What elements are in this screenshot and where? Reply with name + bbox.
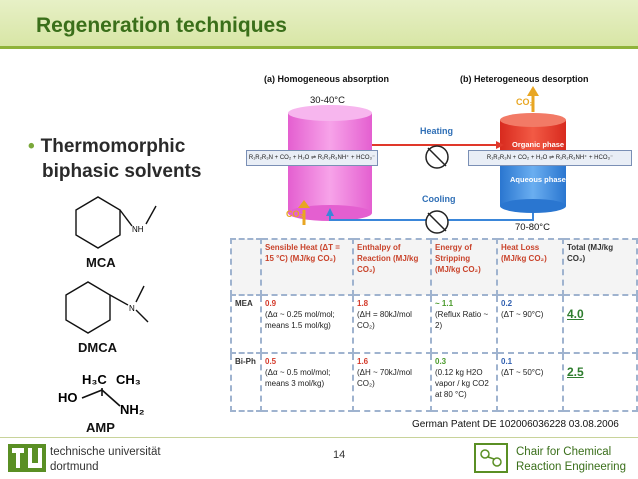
note: (ΔT ~ 50°C) xyxy=(501,368,544,377)
table-row: Bi-Ph 0.5 (Δα ~ 0.5 mol/mol; means 3 mol/… xyxy=(230,352,638,412)
heating-arrow xyxy=(496,141,504,149)
bullet-line-1: Thermomorphic xyxy=(40,136,186,157)
university-line-2: dortmund xyxy=(50,461,99,473)
title-bar xyxy=(0,0,638,46)
value: 1.6 xyxy=(357,357,369,366)
note: (Reflux Ratio ~ 2) xyxy=(435,310,489,330)
title-homogeneous-absorption: (a) Homogeneous absorption xyxy=(264,74,390,84)
title-divider xyxy=(0,46,638,49)
cell-total-mea: 4.0 xyxy=(562,294,638,354)
chair-name: Chair for Chemical Reaction Engineering xyxy=(516,445,626,475)
cell-stripping-mea: ~ 1.1 (Reflux Ratio ~ 2) xyxy=(430,294,498,354)
co2-in-arrowhead xyxy=(298,200,310,208)
cooling-label: Cooling xyxy=(422,194,456,204)
mca-methyl-bond xyxy=(145,205,157,225)
page-number: 14 xyxy=(333,449,346,461)
total-value: 4.0 xyxy=(567,307,584,321)
dmca-methyl-bond-1 xyxy=(135,285,145,303)
bullet-text: •Thermomorphic biphasic solvents xyxy=(28,134,201,184)
cell-sensible-mea: 0.9 (Δα ~ 0.25 mol/mol; means 1.5 mol/kg) xyxy=(260,294,354,354)
amp-nh2: NH₂ xyxy=(120,402,145,417)
co2-out-label: CO₂ xyxy=(516,97,534,107)
note: (0.12 kg H2O vapor / kg CO2 at 80 °C) xyxy=(435,368,489,399)
patent-citation: German Patent DE 102006036228 03.08.2006 xyxy=(412,419,619,430)
header-heat-loss: Heat Loss (MJ/kg CO₂) xyxy=(496,238,564,296)
value: 0.9 xyxy=(265,299,277,308)
header-total: Total (MJ/kg CO₂) xyxy=(562,238,638,296)
header-sensible-heat: Sensible Heat (ΔT = 15 °C) (MJ/kg CO₂) xyxy=(260,238,354,296)
amp-h3c: H₃C xyxy=(82,372,107,387)
title-heterogeneous-desorption: (b) Heterogeneous desorption xyxy=(460,74,589,84)
chair-line-1: Chair for Chemical xyxy=(516,446,612,458)
energy-table-grid: Sensible Heat (ΔT = 15 °C) (MJ/kg CO₂) E… xyxy=(230,238,638,412)
note: (Δα ~ 0.5 mol/mol; means 3 mol/kg) xyxy=(265,368,331,388)
note: (ΔT ~ 90°C) xyxy=(501,310,544,319)
university-line-1: technische universität xyxy=(50,446,161,458)
row-label-biph: Bi-Ph xyxy=(230,352,262,412)
bullet-line-2: biphasic solvents xyxy=(42,161,202,182)
dmca-methyl-bond-2 xyxy=(135,309,149,323)
value: 0.1 xyxy=(501,357,513,366)
amp-ho: HO xyxy=(58,390,78,405)
table-header-row: Sensible Heat (ΔT = 15 °C) (MJ/kg CO₂) E… xyxy=(230,238,638,296)
reaction-box-desorption: R₁R₂R₃N + CO₂ + H₂O ⇌ R₁R₂R₃NH⁺ + HCO₃⁻ xyxy=(468,150,632,166)
amp-ch3: CH₃ xyxy=(116,372,141,387)
chair-line-2: Reaction Engineering xyxy=(516,461,626,473)
table-row: MEA 0.9 (Δα ~ 0.25 mol/mol; means 1.5 mol… xyxy=(230,294,638,354)
note: (ΔH ~ 70kJ/mol CO₂) xyxy=(357,368,412,388)
amp-bond-1 xyxy=(81,389,103,399)
chair-logo-icon xyxy=(474,443,508,473)
value: 0.5 xyxy=(265,357,277,366)
dmca-ring xyxy=(65,281,111,334)
mca-nh-atom: NH xyxy=(132,225,144,234)
cooling-arrow xyxy=(326,208,334,216)
header-empty xyxy=(230,238,262,296)
value: 0.2 xyxy=(501,299,513,308)
page-title: Regeneration techniques xyxy=(36,14,287,37)
desorber-aqueous-phase xyxy=(500,162,566,206)
desorption-temperature: 70-80°C xyxy=(515,222,550,233)
value: 0.3 xyxy=(435,357,447,366)
bullet-dot: • xyxy=(28,136,35,157)
dmca-label: DMCA xyxy=(78,340,117,355)
header-stripping: Energy of Stripping (MJ/kg CO₂) xyxy=(430,238,498,296)
cell-total-biph: 2.5 xyxy=(562,352,638,412)
aqueous-phase-label: Aqueous phase xyxy=(510,175,566,184)
process-diagram xyxy=(288,86,566,234)
note: (Δα ~ 0.25 mol/mol; means 1.5 mol/kg) xyxy=(265,310,335,330)
mca-label: MCA xyxy=(86,255,116,270)
tu-logo-icon xyxy=(8,444,46,472)
value: 1.8 xyxy=(357,299,369,308)
desorber-top xyxy=(500,113,566,127)
value: ~ 1.1 xyxy=(435,299,454,308)
cell-heatloss-biph: 0.1 (ΔT ~ 50°C) xyxy=(496,352,564,412)
cell-stripping-biph: 0.3 (0.12 kg H2O vapor / kg CO2 at 80 °C) xyxy=(430,352,498,412)
absorber-top xyxy=(288,105,372,121)
dmca-bond xyxy=(109,294,129,306)
dmca-n-atom: N xyxy=(129,304,135,313)
university-name: technische universität dortmund xyxy=(50,445,161,475)
mca-ring xyxy=(75,196,121,249)
mca-bond xyxy=(119,209,133,227)
organic-phase-label: Organic phase xyxy=(512,140,565,149)
note: (ΔH = 80kJ/mol CO₂) xyxy=(357,310,412,330)
header-enthalpy: Enthalpy of Reaction (MJ/kg CO₂) xyxy=(352,238,432,296)
cell-enthalpy-biph: 1.6 (ΔH ~ 70kJ/mol CO₂) xyxy=(352,352,432,412)
cell-enthalpy-mea: 1.8 (ΔH = 80kJ/mol CO₂) xyxy=(352,294,432,354)
co2-in-label: CO₂ xyxy=(286,209,304,219)
row-label-mea: MEA xyxy=(230,294,262,354)
desorber-bottom xyxy=(500,199,566,213)
reaction-box-absorption: R₁R₂R₃N + CO₂ + H₂O ⇌ R₁R₂R₃NH⁺ + HCO₃⁻ xyxy=(246,150,378,166)
cell-sensible-biph: 0.5 (Δα ~ 0.5 mol/mol; means 3 mol/kg) xyxy=(260,352,354,412)
molecule-structures: NH N H₃C CH₃ HO NH₂ xyxy=(58,196,157,417)
amp-bond-3 xyxy=(101,389,121,407)
amp-label: AMP xyxy=(86,420,115,435)
heating-label: Heating xyxy=(420,126,454,136)
total-value: 2.5 xyxy=(567,365,584,379)
absorption-temperature: 30-40°C xyxy=(310,95,345,106)
footer-divider xyxy=(0,437,638,438)
cell-heatloss-mea: 0.2 (ΔT ~ 90°C) xyxy=(496,294,564,354)
co2-out-arrowhead xyxy=(527,86,539,96)
energy-table: Sensible Heat (ΔT = 15 °C) (MJ/kg CO₂) E… xyxy=(230,238,638,416)
